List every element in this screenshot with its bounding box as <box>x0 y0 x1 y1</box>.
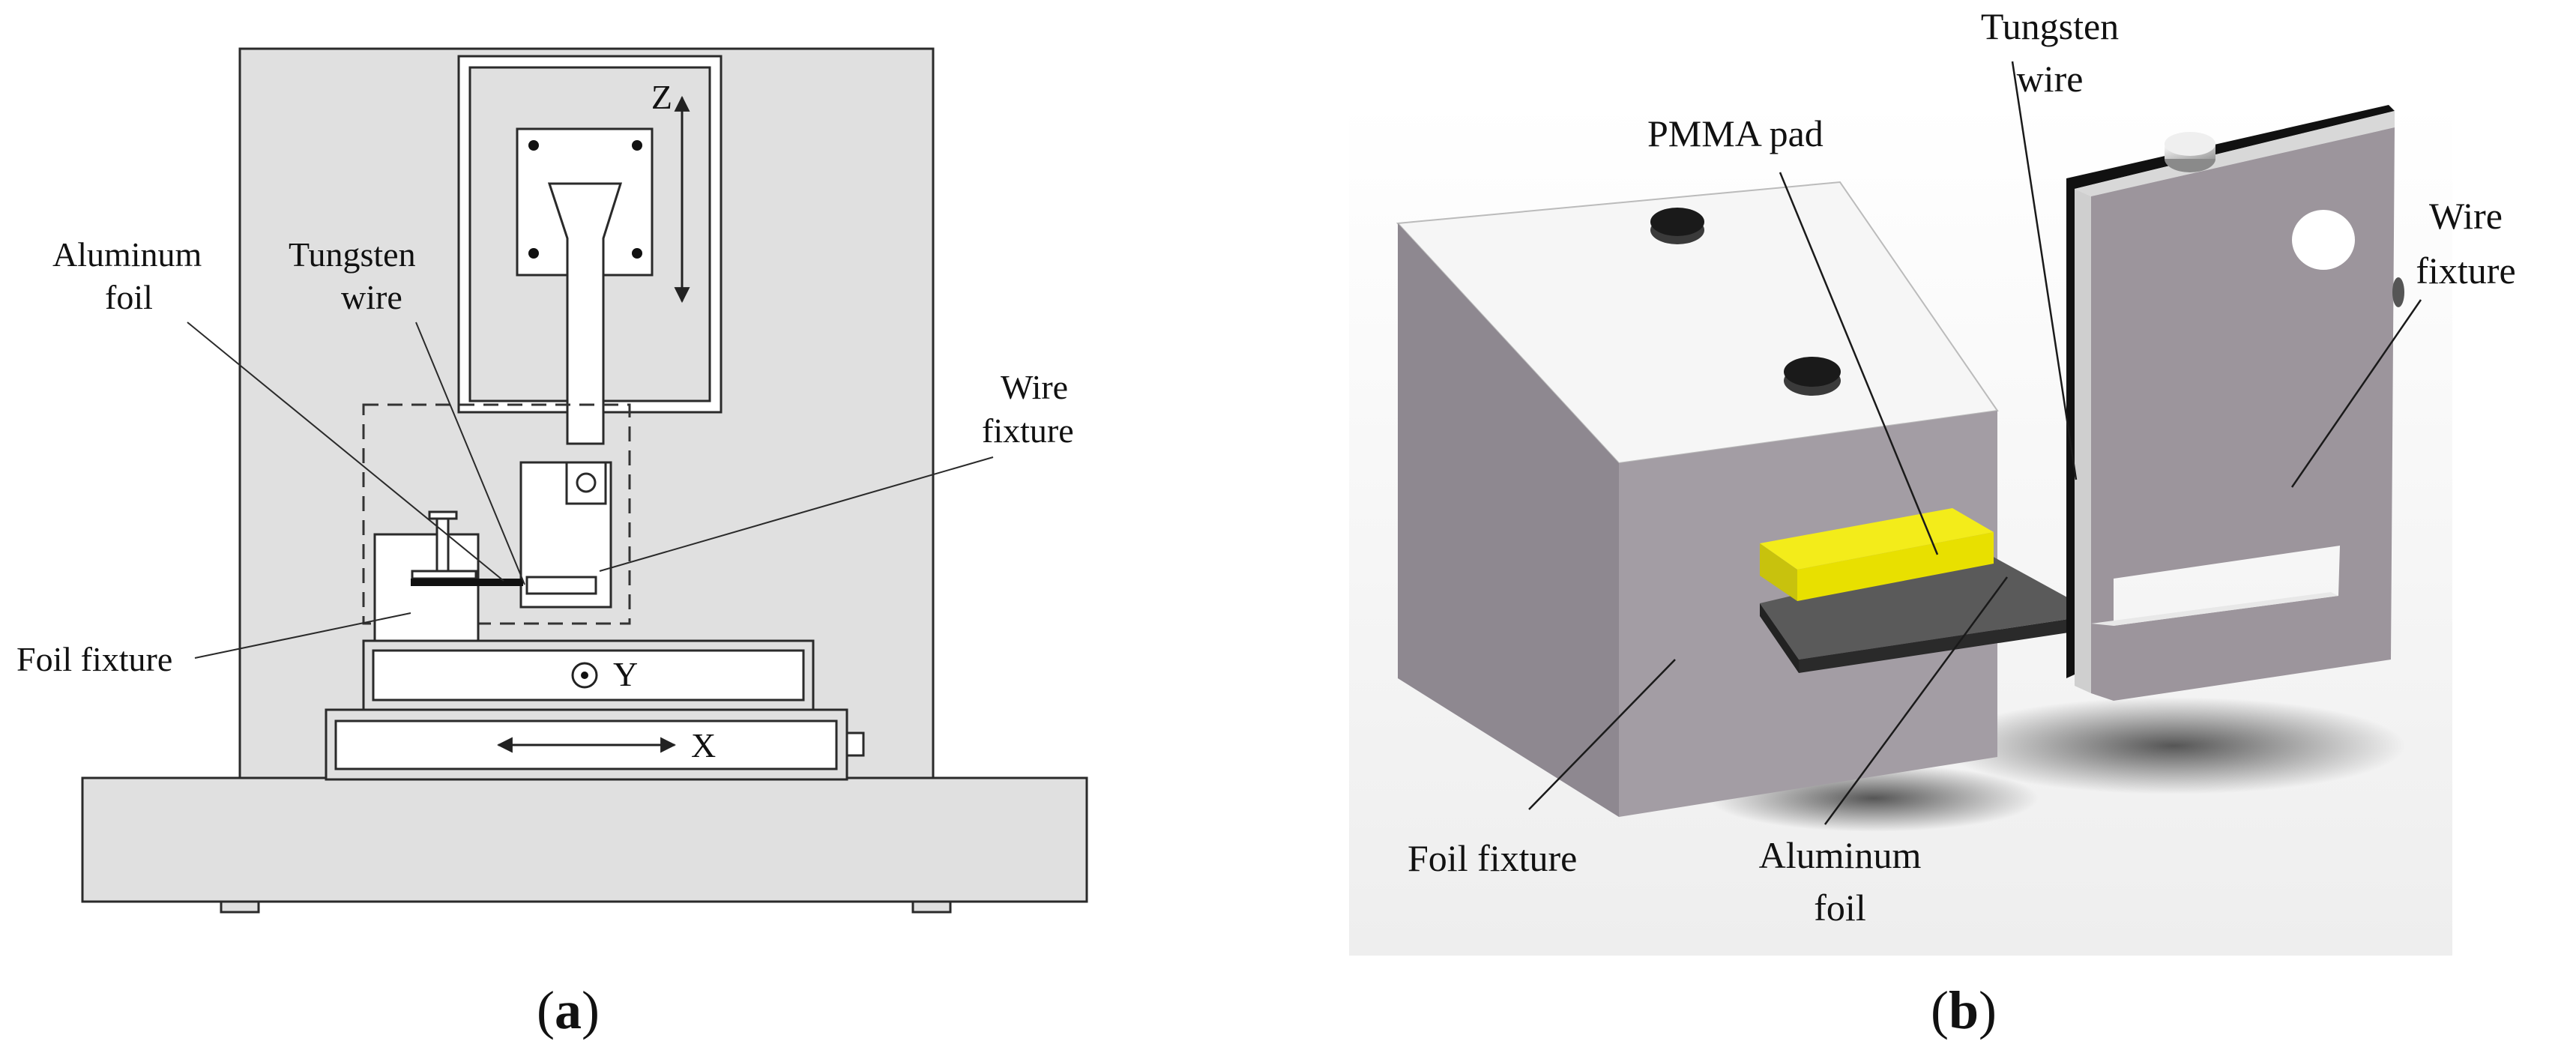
knob <box>1784 357 1841 387</box>
label-pmma-pad: PMMA pad <box>1647 112 1824 154</box>
wire-fixture-hole <box>2292 210 2355 270</box>
y-axis-label: Y <box>613 655 638 693</box>
x-axis-label: X <box>691 726 716 764</box>
label-aluminum-foil-line2: foil <box>105 278 153 316</box>
leader-foil-fixture-b <box>1528 659 1676 810</box>
label-foil-fixture-b: Foil fixture <box>1408 837 1577 879</box>
aluminum-foil-b-front-edge <box>1799 615 2099 673</box>
bolt <box>528 248 539 259</box>
machine-base <box>81 776 1088 903</box>
knob <box>2165 132 2215 156</box>
pmma-pad-top <box>1760 508 1994 570</box>
label-wire-fixture-line1: Wire <box>1001 368 1068 406</box>
bolt <box>528 140 539 151</box>
wire-fixture-top-edge <box>2075 111 2395 196</box>
label-wire-fixture-line2: fixture <box>982 411 1074 450</box>
leader-tungsten-wire <box>415 322 525 585</box>
panel-a-labels: Z Y X Aluminum foil Tungsten wire Wire f… <box>16 78 1074 764</box>
label-foil-fixture: Foil fixture <box>16 640 172 678</box>
aluminum-foil-b-top <box>1760 551 2099 660</box>
caption-a: (a) <box>537 980 600 1040</box>
label-tungsten-wire-b-line2: wire <box>2017 58 2084 100</box>
aluminum-foil-b-edge <box>1760 603 1799 673</box>
leader-wire-fixture-b <box>2290 299 2422 488</box>
z-arm <box>547 182 623 445</box>
label-aluminum-foil-b-line2: foil <box>1814 887 1865 929</box>
base-foot-right <box>911 900 952 914</box>
label-tungsten-wire-line1: Tungsten <box>289 235 416 274</box>
pmma-pad-front <box>1760 543 1797 601</box>
wire-fixture-b-side <box>2075 189 2091 693</box>
label-wire-fixture-b-line1: Wire <box>2429 195 2503 237</box>
leader-foil-fixture <box>194 612 411 659</box>
wire-fixture-slot-floor <box>2091 592 2338 626</box>
y-axis-symbol-dot <box>581 672 588 679</box>
leader-aluminum-foil-b <box>1824 576 2009 825</box>
bolt <box>632 248 642 259</box>
detail-region-dashed <box>362 403 631 625</box>
caption-b: (b) <box>1931 980 1997 1040</box>
wire-fixture-b-front <box>2091 127 2395 701</box>
aluminum-foil-a <box>411 579 523 586</box>
bolt <box>632 140 642 151</box>
pmma-pad-side <box>1797 532 1994 601</box>
leader-aluminum-foil <box>187 322 504 582</box>
x-stage-knob <box>845 731 865 757</box>
foil-fixture-a <box>373 533 480 642</box>
label-aluminum-foil-line1: Aluminum <box>52 235 202 274</box>
wire-fixture-slot <box>525 576 597 595</box>
base-foot-left <box>220 900 260 914</box>
label-tungsten-wire-b-line1: Tungsten <box>1981 5 2119 47</box>
wire-fixture-hole <box>576 472 597 493</box>
side-knob <box>2392 277 2404 307</box>
panel-b-labels: Tungsten wire PMMA pad Wire fixture Foil… <box>1408 5 2516 929</box>
knob <box>1650 208 1704 236</box>
z-axis-label: Z <box>651 78 672 116</box>
leader-wire-fixture <box>599 456 994 572</box>
label-wire-fixture-b-line2: fixture <box>2416 250 2515 292</box>
panel-a-drawing <box>81 47 1088 914</box>
label-aluminum-foil-b-line1: Aluminum <box>1759 834 1922 876</box>
foil-fixture-left-side <box>1398 223 1619 817</box>
foil-clamp <box>411 570 477 580</box>
label-tungsten-wire-line2: wire <box>341 278 402 316</box>
panel-b-render <box>1349 61 2452 956</box>
leader-pmma-pad <box>1779 172 1939 555</box>
leader-tungsten-wire-b <box>2011 61 2078 480</box>
shadow-wire-fixture <box>1941 697 2406 794</box>
